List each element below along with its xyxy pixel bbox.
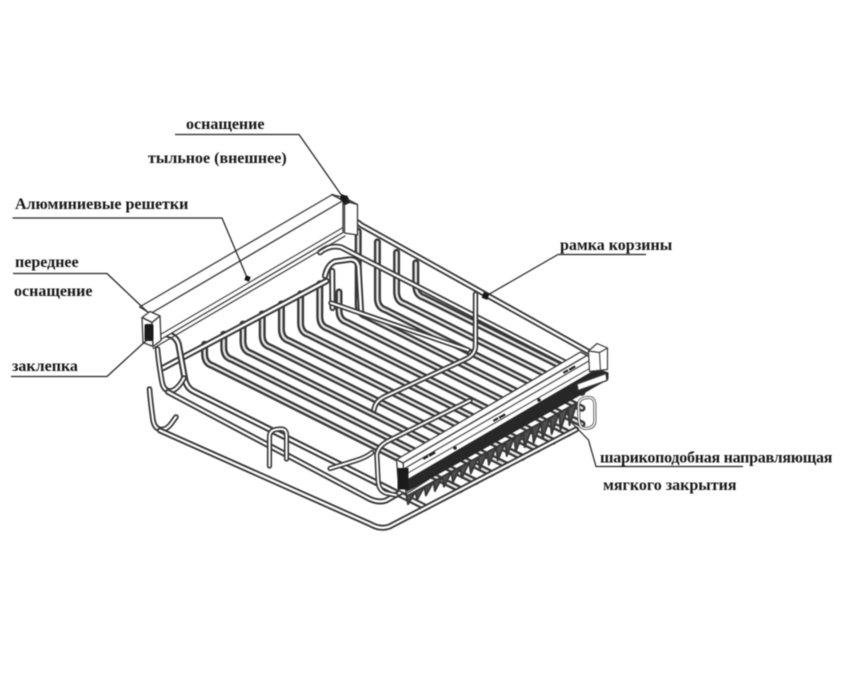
svg-text:тыльное (внешнее): тыльное (внешнее)	[148, 150, 287, 167]
svg-text:оснащение: оснащение	[14, 283, 92, 300]
svg-text:шарикоподобная направляющая: шарикоподобная направляющая	[600, 450, 833, 467]
svg-text:оснащение: оснащение	[186, 116, 264, 133]
svg-text:мягкого закрытия: мягкого закрытия	[603, 477, 737, 494]
svg-text:Алюминиевые решетки: Алюминиевые решетки	[15, 196, 188, 213]
svg-text:переднее: переднее	[15, 254, 79, 271]
svg-text:заклепка: заклепка	[12, 358, 78, 375]
svg-text:рамка корзины: рамка корзины	[560, 237, 673, 254]
